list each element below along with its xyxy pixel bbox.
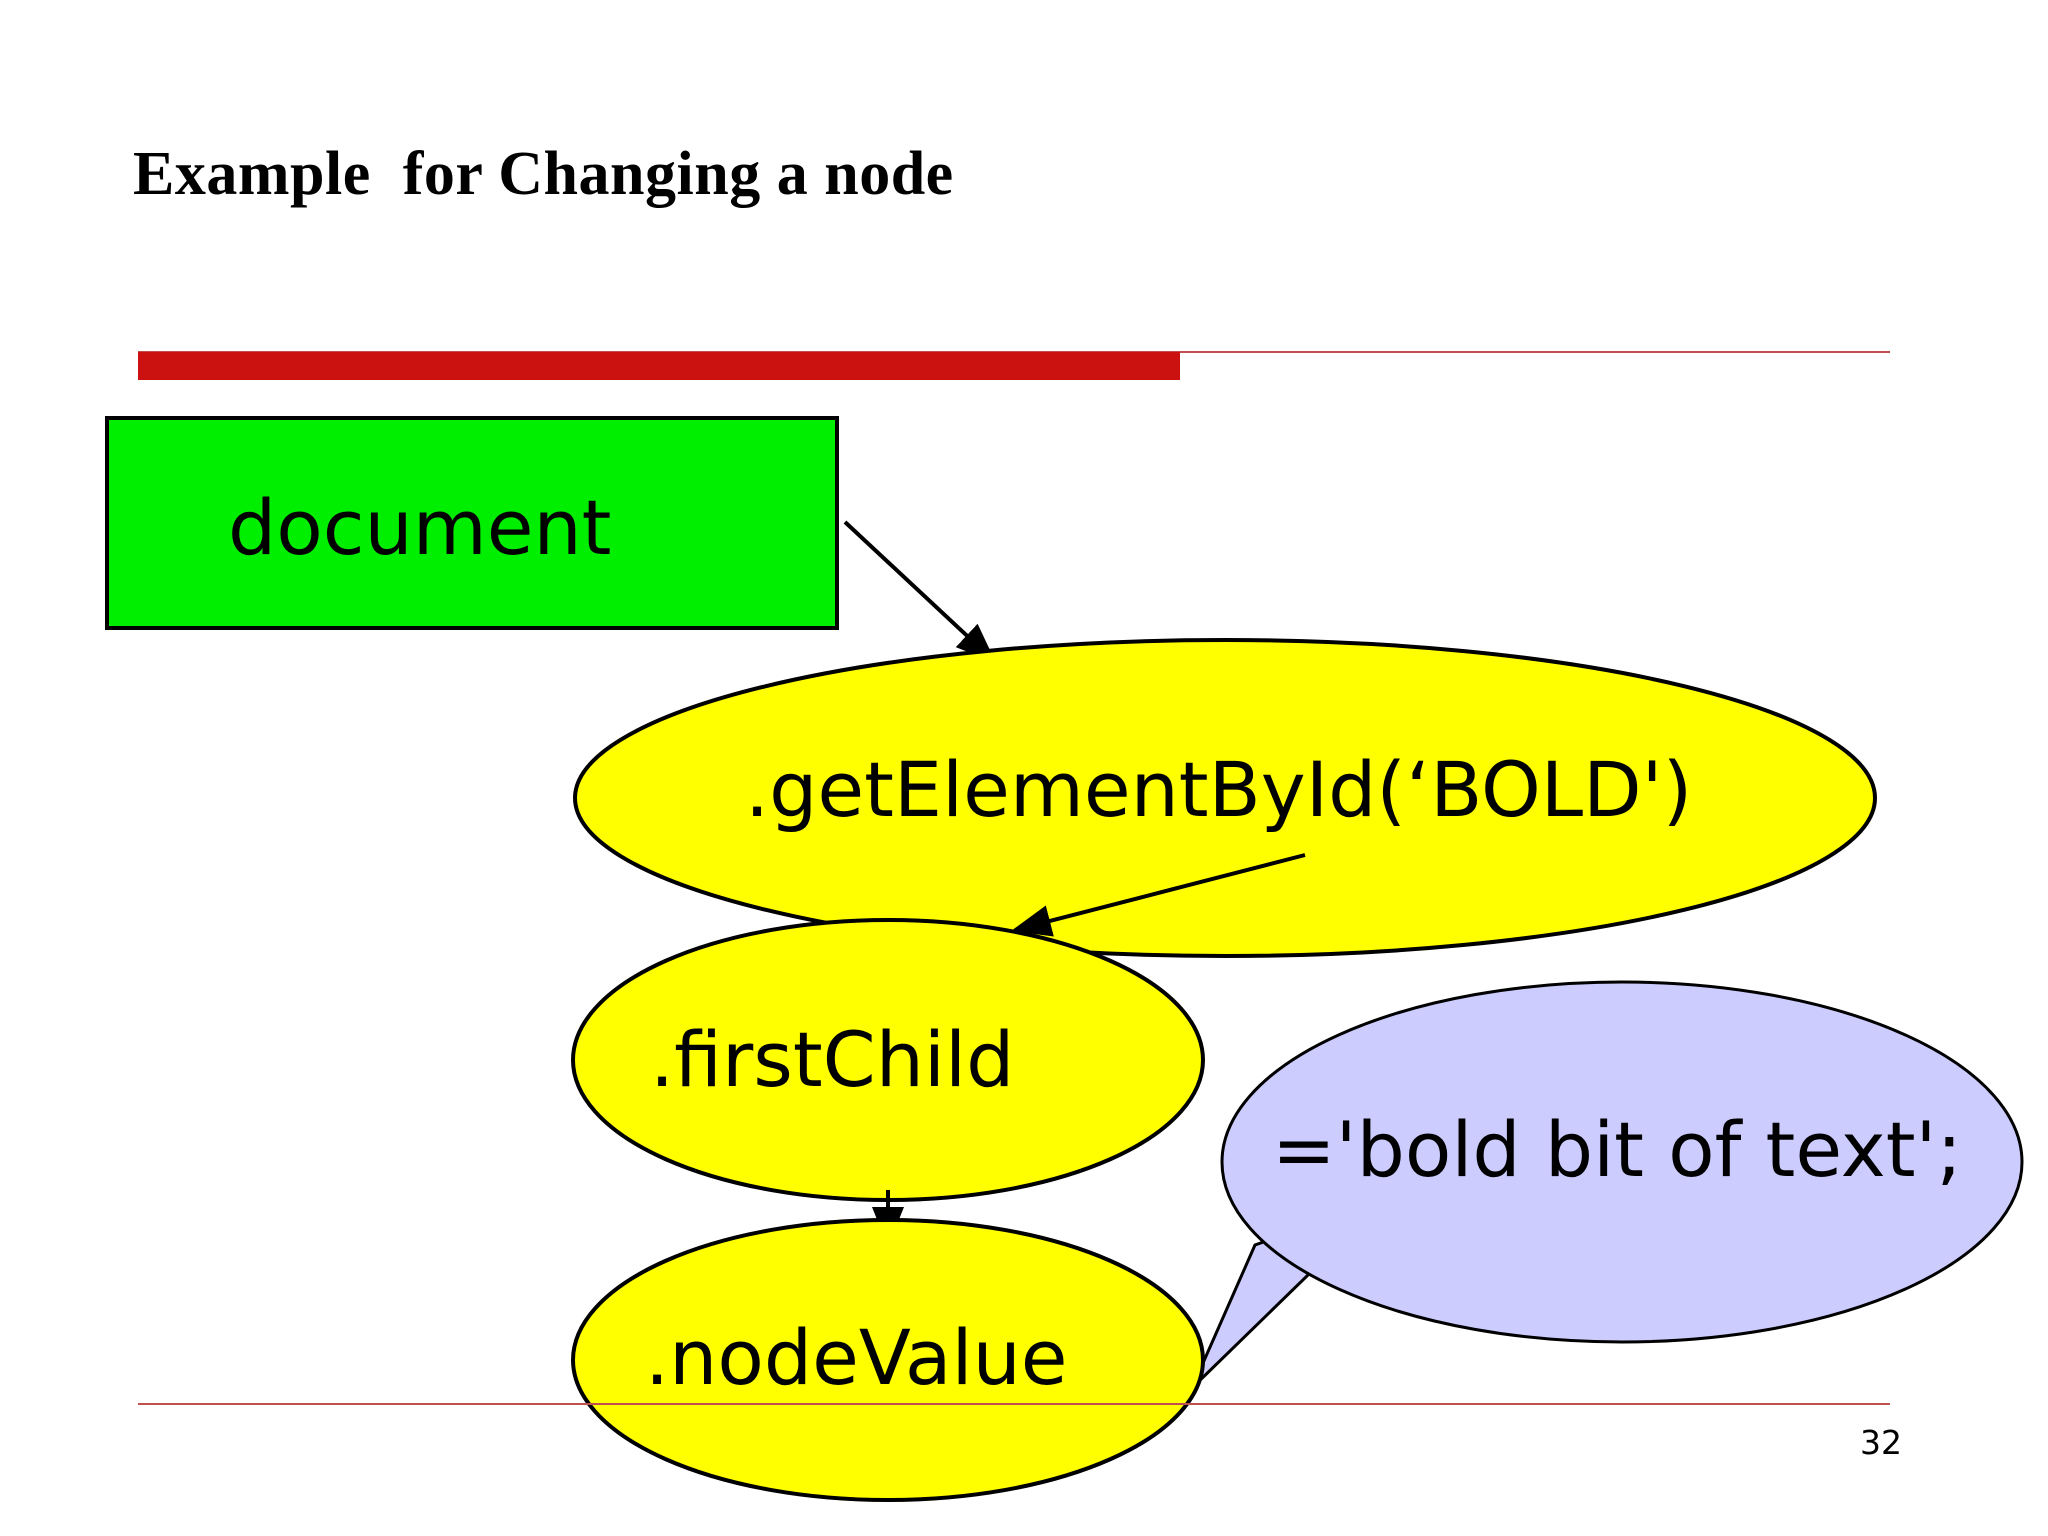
node-nodevalue-ellipse[interactable] xyxy=(571,1218,1205,1502)
node-getelementbyid-label: .getElementById(‘BOLD') xyxy=(745,745,1693,834)
connector-getelementbyid-to-firstchild xyxy=(1011,853,1306,937)
footer-divider-line xyxy=(138,1403,1890,1405)
node-firstchild-label: .firstChild xyxy=(650,1015,1015,1104)
node-document-rect[interactable] xyxy=(105,416,839,630)
connector-document-to-getelementbyid xyxy=(843,520,996,663)
node-nodevalue-label: .nodeValue xyxy=(645,1313,1068,1402)
node-getelementbyid-ellipse[interactable] xyxy=(573,638,1877,958)
node-assignment-callout-label: ='bold bit of text'; xyxy=(1272,1105,1963,1194)
header-accent-bar xyxy=(138,352,1180,380)
node-assignment-callout-bubble[interactable] xyxy=(1220,980,2024,1344)
page-title: Example for Changing a node xyxy=(133,140,954,208)
node-document-label: document xyxy=(228,483,612,572)
page-number: 32 xyxy=(1860,1423,1902,1462)
